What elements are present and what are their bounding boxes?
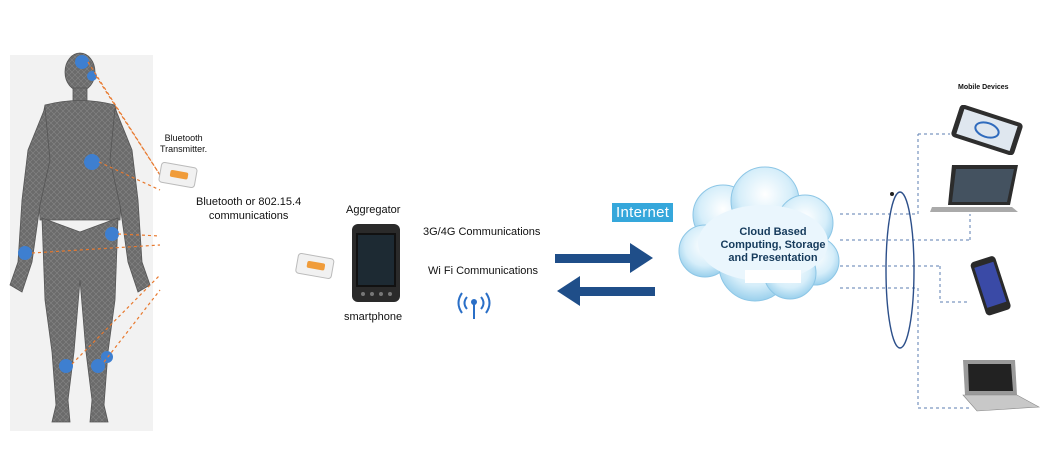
wifi-comm-label: Wi Fi Communications xyxy=(428,265,539,277)
cloud-icon xyxy=(678,166,840,302)
sensor-head xyxy=(75,55,89,69)
sensor-left-wrist xyxy=(18,246,32,260)
smartphone-device-icon xyxy=(970,256,1011,316)
sensor-waist xyxy=(105,227,119,241)
wifi-antenna-icon xyxy=(457,292,491,319)
sensor-chest xyxy=(84,154,100,170)
sensor-ear xyxy=(87,71,97,81)
sensor-left-ankle xyxy=(59,359,73,373)
human-body-figure xyxy=(9,52,153,431)
tablet-icon xyxy=(951,105,1023,155)
smartphone-label: smartphone xyxy=(344,311,403,323)
bluetooth-transmitter-label: Bluetooth Transmitter. xyxy=(160,133,208,154)
smartphone-icon xyxy=(352,224,400,302)
notebook-icon xyxy=(962,360,1041,412)
3g4g-comm-label: 3G/4G Communications xyxy=(423,226,541,238)
internet-label: Internet xyxy=(612,203,674,222)
cloud-computing-label: Cloud Based Computing, Storage and Prese… xyxy=(720,226,826,264)
sensor-layer xyxy=(18,55,161,373)
laptop-icon xyxy=(930,165,1018,212)
sensor-right-ankle xyxy=(91,359,105,373)
mobile-devices-label: Mobile Devices xyxy=(958,84,1009,91)
sensor-device xyxy=(295,252,335,279)
cloud-text-box xyxy=(745,270,801,283)
aggregator-label: Aggregator xyxy=(346,204,401,216)
bluetooth-transmitter-device xyxy=(158,162,198,188)
bluetooth-comm-label: Bluetooth or 802.15.4 communications xyxy=(196,196,302,222)
sensor-right-knee xyxy=(101,351,113,363)
data-flow-arrows xyxy=(555,243,655,306)
device-connection-lines xyxy=(840,133,971,409)
